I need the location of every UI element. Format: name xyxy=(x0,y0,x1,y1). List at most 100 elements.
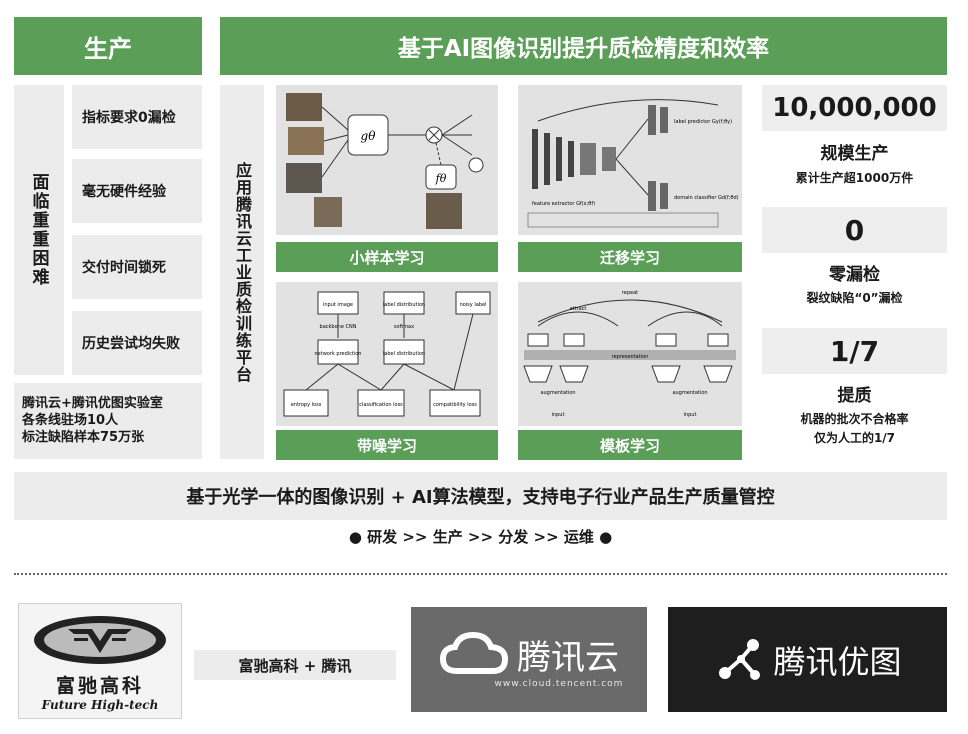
few-shot-diagram: gθ fθ xyxy=(276,85,498,235)
arrow xyxy=(537,311,619,327)
fuchi-english-name: Future High-tech xyxy=(41,697,159,712)
dog-photo xyxy=(286,163,322,193)
augmentation-text: augmentation xyxy=(540,390,575,396)
team-note: 腾讯云+腾讯优图实验室 各条线驻场10人 标注缺陷样本75万张 xyxy=(14,383,202,459)
arrow xyxy=(403,363,455,391)
r-block xyxy=(563,333,585,347)
method-label-transfer: 迁移学习 xyxy=(518,242,742,272)
multiply-mark xyxy=(428,129,440,141)
transfer-diagram: label predictor Gy(f;θy) domain classifi… xyxy=(518,85,742,235)
template-diagram-svg: repeat attract representation augmentati… xyxy=(523,290,736,418)
classifier-layer xyxy=(660,183,668,209)
sum-node xyxy=(468,157,484,173)
attract-text: attract xyxy=(570,306,587,312)
label-predictor-text: label predictor Gy(f;θy) xyxy=(674,119,732,125)
team-note-line: 标注缺陷样本75万张 xyxy=(22,430,145,445)
noisy-label-text: noisy label xyxy=(460,302,487,308)
method-label-noisy: 带噪学习 xyxy=(276,430,498,460)
query-dog-photo xyxy=(426,193,462,229)
prediction-text: network prediction xyxy=(315,351,362,357)
dotted-divider xyxy=(14,573,947,575)
stat-value-production: 10,000,000 xyxy=(762,85,947,131)
tencent-youtu-logo: 腾讯优图 xyxy=(668,607,947,712)
summary-banner: 基于光学一体的图像识别 + AI算法模型，支持电子行业产品生产质量管控 xyxy=(14,472,947,520)
noisy-label-box xyxy=(455,291,491,315)
template-diagram: repeat attract representation augmentati… xyxy=(518,282,742,426)
f-theta-label: fθ xyxy=(435,172,447,185)
noisy-label-diagram-svg: input image label distribution noisy lab… xyxy=(283,291,491,417)
classification-loss-text: classification loss xyxy=(359,402,403,408)
dog-photo xyxy=(288,127,324,155)
distribution-text: label distribution xyxy=(383,351,425,357)
f-encoder xyxy=(651,365,681,383)
stat-value-zero-miss: 0 xyxy=(762,207,947,253)
arrow xyxy=(441,114,473,136)
dog-photo xyxy=(286,93,322,121)
arrow xyxy=(323,134,349,142)
arrow xyxy=(337,363,382,391)
arrow xyxy=(615,158,649,196)
arrow xyxy=(321,139,349,178)
input-text: input xyxy=(684,412,697,418)
distribution-box xyxy=(383,339,425,365)
arrow xyxy=(453,313,474,391)
feature-layer xyxy=(568,141,574,177)
arrow xyxy=(441,134,473,156)
challenge-item: 历史尝试均失败 xyxy=(72,311,202,375)
few-shot-diagram-svg: gθ fθ xyxy=(286,93,484,229)
representation-text: representation xyxy=(612,354,649,360)
f-encoder xyxy=(703,365,733,383)
challenges-side-label: 面临重重困难 xyxy=(14,85,64,375)
arrow xyxy=(537,299,723,323)
section-title-production: 生产 xyxy=(14,17,202,75)
stat-desc-zero-miss: 裂纹缺陷“0”漏检 xyxy=(806,291,903,305)
feature-layer xyxy=(532,129,538,189)
domain-classifier-text: domain classifier Gd(f;θd) xyxy=(674,195,739,201)
arrow xyxy=(537,99,719,122)
stat-title-quality: 提质 xyxy=(837,386,872,406)
predictor-layer xyxy=(648,105,656,135)
cloud-icon xyxy=(439,631,509,674)
arrow xyxy=(647,311,723,327)
stat-desc-line: 机器的批次不合格率 xyxy=(800,412,909,426)
classification-loss-box xyxy=(357,389,405,417)
challenge-item: 交付时间锁死 xyxy=(72,235,202,299)
predictor-layer xyxy=(660,107,668,133)
noisy-label-diagram: input image label distribution noisy lab… xyxy=(276,282,498,426)
fuchi-emblem-icon xyxy=(34,615,166,664)
label-dist-text: label distribution xyxy=(383,302,425,308)
input-image-text: input image xyxy=(323,302,353,308)
augmentation-text: augmentation xyxy=(672,390,707,396)
arrow xyxy=(305,363,339,391)
feature-layer xyxy=(544,133,550,185)
classifier-layer xyxy=(648,181,656,211)
r-block xyxy=(655,333,677,347)
stat-title-production: 规模生产 xyxy=(820,144,889,164)
workflow-steps: ● 研发 >> 生产 >> 分发 >> 运维 ● xyxy=(348,528,613,546)
tencent-cloud-url: www.cloud.tencent.com xyxy=(494,679,624,689)
dog-photo xyxy=(314,197,342,227)
compatibility-loss-text: compatibility loss xyxy=(433,402,477,408)
arrow xyxy=(435,142,442,166)
entropy-loss-box xyxy=(283,389,329,417)
team-note-line: 腾讯云+腾讯优图实验室 xyxy=(22,396,163,411)
feature-block xyxy=(602,147,616,171)
method-label-template: 模板学习 xyxy=(518,430,742,460)
stat-desc-production: 累计生产超1000万件 xyxy=(795,171,914,185)
g-theta-label: gθ xyxy=(361,129,377,143)
input-text: input xyxy=(552,412,565,418)
challenge-item: 毫无硬件经验 xyxy=(72,159,202,223)
tencent-cloud-logo: 腾讯云 www.cloud.tencent.com xyxy=(411,607,647,712)
tencent-cloud-name: 腾讯云 xyxy=(517,638,619,678)
entropy-loss-text: entropy loss xyxy=(291,402,322,408)
fuchi-name: 富驰高科 xyxy=(55,674,144,697)
f-encoder xyxy=(523,365,553,383)
stat-value-quality: 1/7 xyxy=(762,328,947,374)
arrow xyxy=(321,106,349,131)
representation-bar xyxy=(524,350,736,360)
team-note-line: 各条线驻场10人 xyxy=(22,413,119,428)
feature-block xyxy=(580,143,596,175)
main-title-banner: 基于AI图像识别提升质检精度和效率 xyxy=(220,17,947,75)
stat-desc-line: 仅为人工的1/7 xyxy=(813,431,896,445)
f-encoder xyxy=(559,365,589,383)
